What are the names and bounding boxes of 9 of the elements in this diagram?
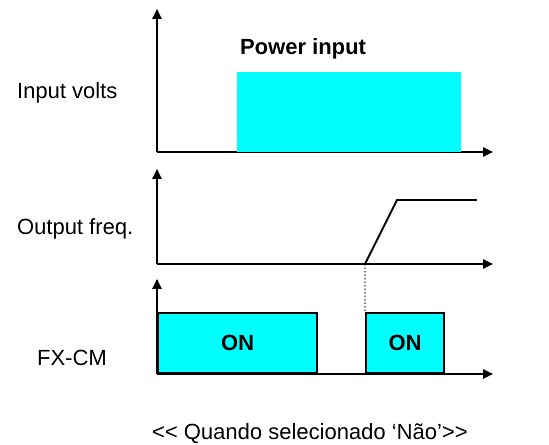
state-label: ON bbox=[388, 332, 422, 354]
on-pulse-box bbox=[365, 312, 445, 374]
signal-label: Output freq. bbox=[17, 216, 134, 238]
signal-label: Input volts bbox=[17, 80, 118, 102]
signal-heading: Power input bbox=[240, 36, 366, 58]
on-pulse-box bbox=[157, 312, 318, 374]
state-label: ON bbox=[221, 332, 254, 354]
signal-label: FX-CM bbox=[37, 347, 107, 369]
caption: << Quando selecionado ‘Não’>> bbox=[152, 421, 468, 443]
